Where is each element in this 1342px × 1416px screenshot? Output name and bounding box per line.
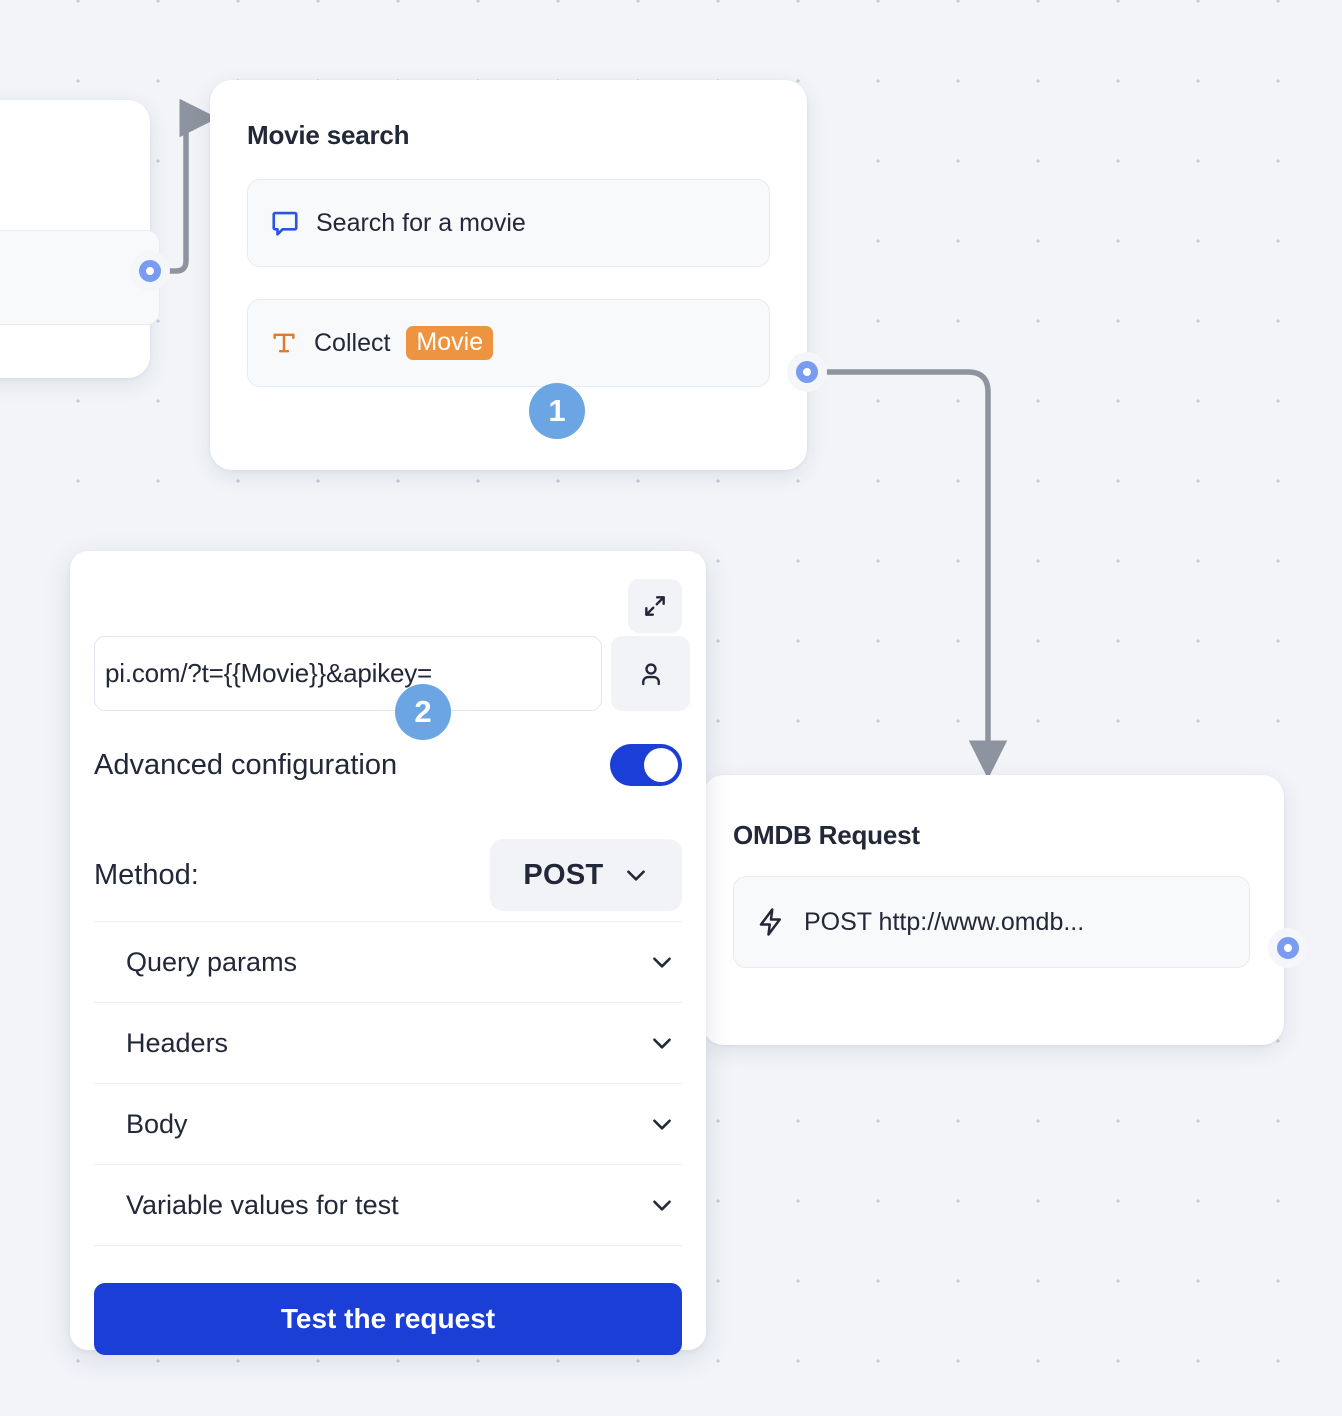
accordion-label: Query params [126,946,298,977]
method-selected-value: POST [523,858,604,891]
step-badge-2: 2 [395,684,451,740]
auth-user-button[interactable] [611,636,690,711]
method-row: Method: POST [94,839,682,911]
step-badge-1: 1 [529,383,585,439]
advanced-configuration-toggle[interactable] [610,744,682,786]
node-card-movie-search[interactable]: Movie search Search for a movie Collect [210,80,807,470]
node-title-movie-search: Movie search [247,120,410,150]
accordion-label: Headers [126,1027,229,1058]
variable-chip-movie[interactable]: Movie [406,325,494,361]
text-t-icon [270,329,298,357]
advanced-configuration-row: Advanced configuration [94,744,682,786]
accordion-variable-values-for-test[interactable]: Variable values for test [94,1165,682,1246]
connector-port-movie-search-output[interactable] [787,352,827,392]
test-the-request-button[interactable]: Test the request [94,1283,682,1355]
request-config-panel[interactable]: pi.com/?t={{Movie}}&apikey= Advanced con… [70,551,706,1350]
accordion-label: Variable values for test [126,1189,399,1220]
request-url-value: pi.com/?t={{Movie}}&apikey= [105,658,433,688]
chevron-down-icon [649,1111,675,1137]
node-title-omdb-request: OMDB Request [733,820,920,850]
node-row-label: Collect [314,328,391,357]
connector-port-left[interactable] [130,251,170,291]
node-card-partial[interactable] [0,100,160,378]
node-row-label: Search for a movie [316,208,526,237]
accordion-body[interactable]: Body [94,1084,682,1165]
node-row-collect-movie[interactable]: Collect Movie [247,299,770,387]
connector-movie-to-omdb [825,369,1008,779]
accordion-headers[interactable]: Headers [94,1003,682,1084]
expand-diagonal-icon [642,593,668,619]
method-label: Method: [94,858,199,891]
chevron-down-icon [623,862,649,888]
accordion-query-params[interactable]: Query params [94,922,682,1003]
request-url-input[interactable]: pi.com/?t={{Movie}}&apikey= [94,636,602,711]
chevron-down-icon [649,1192,675,1218]
advanced-configuration-label: Advanced configuration [94,748,398,781]
connector-left-to-movie [167,98,218,274]
node-row-search-for-a-movie[interactable]: Search for a movie [247,179,770,267]
connector-port-omdb-output[interactable] [1268,928,1308,968]
expand-panel-button[interactable] [628,579,682,633]
chevron-down-icon [649,1030,675,1056]
node-row-post-request[interactable]: POST http://www.omdb... [733,876,1250,968]
url-row: pi.com/?t={{Movie}}&apikey= [94,636,690,711]
node-card-omdb-request[interactable]: OMDB Request POST http://www.omdb... [702,775,1284,1045]
accordion-label: Body [126,1108,188,1139]
zap-icon [756,907,786,937]
method-select[interactable]: POST [490,839,682,911]
toggle-knob [644,748,678,782]
accordion-list: Query params Headers Body [94,921,682,1246]
chevron-down-icon [649,949,675,975]
user-icon [636,659,666,689]
message-square-icon [270,208,300,238]
node-row-label: POST http://www.omdb... [804,907,1085,936]
